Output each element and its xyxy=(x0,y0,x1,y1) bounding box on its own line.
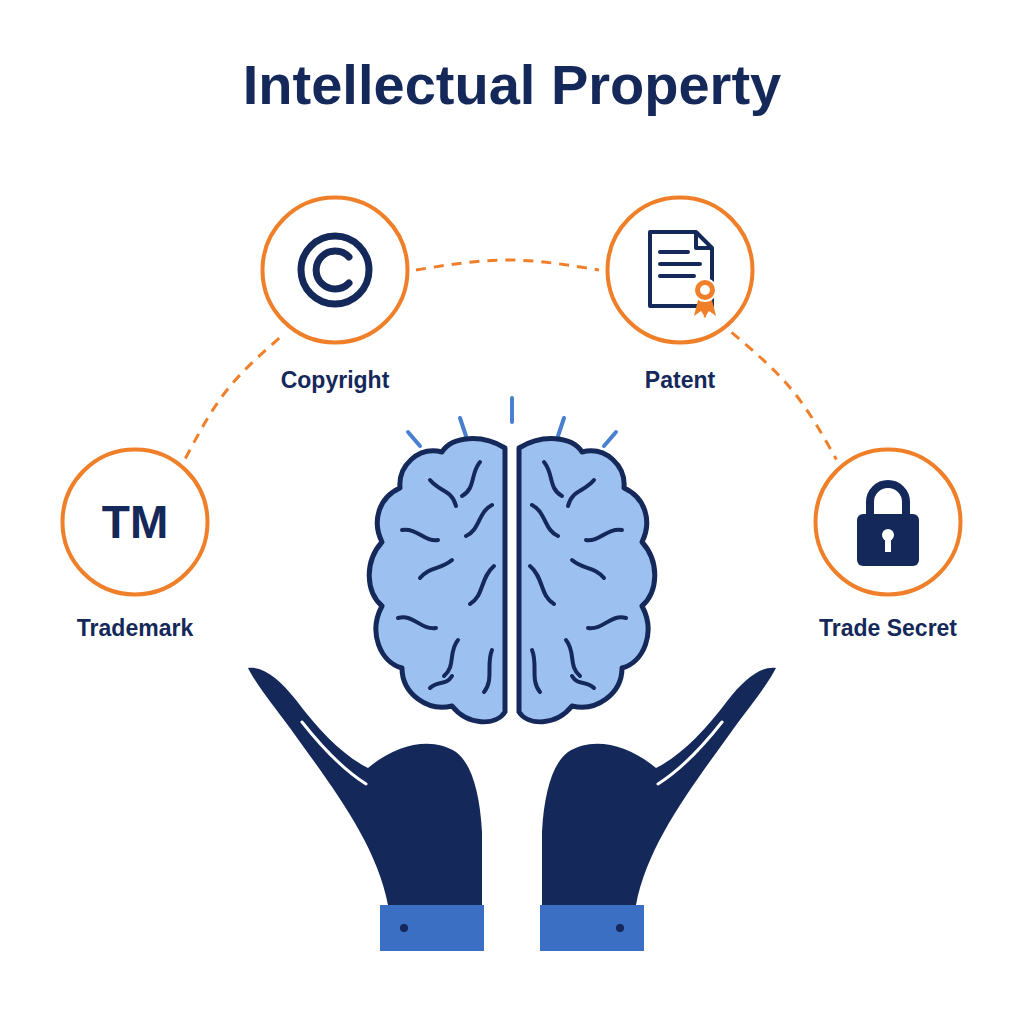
padlock-icon xyxy=(857,484,919,566)
node-label: Trademark xyxy=(77,615,193,642)
circle-outline xyxy=(813,447,963,597)
hand xyxy=(248,668,484,951)
circle-outline xyxy=(605,195,755,345)
ip-circle: TMTrademark xyxy=(60,447,210,597)
idea-rays xyxy=(408,398,616,446)
symbol-text: TM xyxy=(102,495,168,549)
circle-outline xyxy=(260,195,410,345)
node-label: Patent xyxy=(645,367,715,394)
copyright-icon xyxy=(301,236,369,304)
node-label: Copyright xyxy=(281,367,390,394)
dashed-connector xyxy=(732,332,837,459)
patent-icon xyxy=(650,232,716,318)
dashed-connector xyxy=(185,333,284,458)
dashed-connector xyxy=(416,260,599,270)
ip-circle: Trade Secret xyxy=(813,447,963,597)
node-label: Trade Secret xyxy=(819,615,957,642)
ip-circle: Copyright xyxy=(260,195,410,345)
title: Intellectual Property xyxy=(0,52,1024,117)
ip-circle: Patent xyxy=(605,195,755,345)
brain xyxy=(369,439,505,722)
